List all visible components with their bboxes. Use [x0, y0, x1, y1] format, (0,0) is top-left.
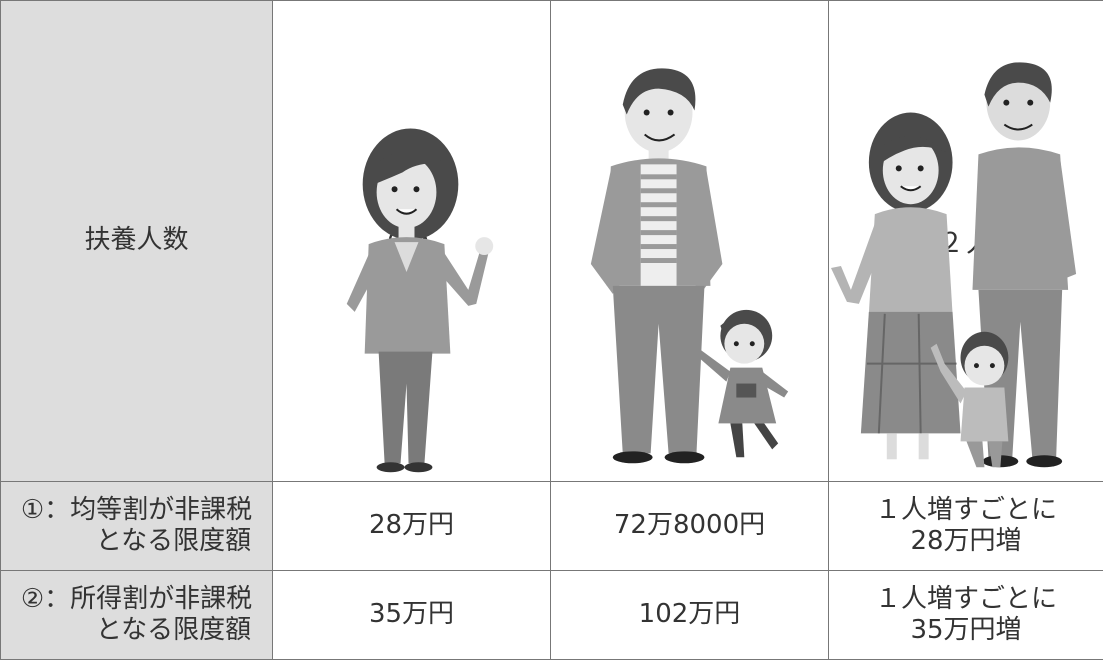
family-illustration	[829, 53, 1103, 475]
cell-value: 72万8000円	[551, 482, 829, 571]
father-daughter-illustration	[551, 53, 828, 475]
father-daughter-figure	[551, 53, 828, 475]
row-label-line2: となる限度額	[1, 526, 272, 557]
row-label-line1: ①：均等割が非課税	[1, 495, 272, 526]
cell-value-increment: １人増すごとに 28万円増	[829, 482, 1103, 571]
cell-value: 102万円	[551, 571, 829, 660]
cell-value-increment: １人増すごとに 35万円増	[829, 571, 1103, 660]
table-row: ②：所得割が非課税 となる限度額 35万円 102万円 １人増すごとに 35万円…	[1, 571, 1103, 660]
header-row: 扶養人数 ０人	[1, 1, 1103, 482]
row-label-line2: となる限度額	[1, 615, 272, 646]
column-two: ２人	[829, 1, 1103, 482]
row-label-income-levy: ②：所得割が非課税 となる限度額	[1, 571, 273, 660]
row-label-line1: ②：所得割が非課税	[1, 584, 272, 615]
increment-line1: １人増すごとに	[829, 495, 1103, 526]
cell-value: 35万円	[273, 571, 551, 660]
increment-line2: 28万円増	[829, 526, 1103, 557]
cell-value: 28万円	[273, 482, 551, 571]
row-label-equal-levy: ①：均等割が非課税 となる限度額	[1, 482, 273, 571]
column-zero: ０人	[273, 1, 551, 482]
woman-illustration	[273, 53, 550, 475]
dependents-label: 扶養人数	[1, 1, 273, 482]
column-one: １人	[551, 1, 829, 482]
family-figure	[829, 53, 1103, 475]
woman-figure	[273, 53, 550, 475]
increment-line2: 35万円増	[829, 615, 1103, 646]
table-row: ①：均等割が非課税 となる限度額 28万円 72万8000円 １人増すごとに 2…	[1, 482, 1103, 571]
increment-line1: １人増すごとに	[829, 584, 1103, 615]
